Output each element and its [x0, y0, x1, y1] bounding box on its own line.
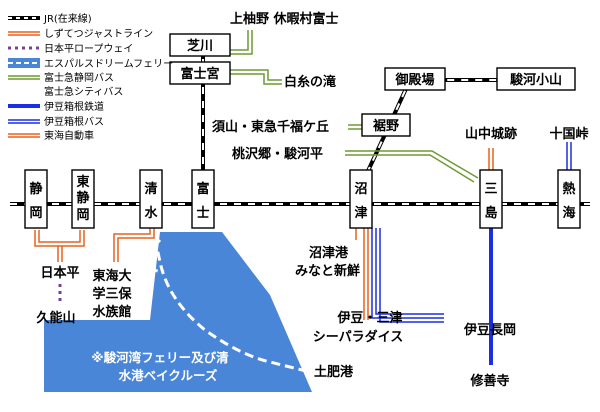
izuhakone-bus-numazu-2 [375, 228, 444, 315]
legend-label-izuhakone-rail: 伊豆箱根鉄道 [44, 100, 104, 113]
station-label-mishima-1: 三 [484, 182, 497, 197]
station-label-higashi-shizuoka-2: 静 [76, 190, 89, 206]
fuji-bus-shiraito-2 [230, 73, 282, 85]
sea-note-1: ※駿河湾フェリー及び清 [91, 350, 229, 365]
izuhakone-bus-numazu-3 [379, 228, 444, 323]
station-box-shizuoka[interactable] [24, 169, 48, 229]
station-label-shimizu-1: 清 [144, 181, 157, 197]
station-box-shibakawa[interactable] [169, 33, 231, 57]
legend-label-fuji-bus: 富士急静岡バス [44, 71, 114, 84]
place-shiraito: 白糸の滝 [284, 74, 336, 90]
place-yamanaka: 山中城跡 [465, 126, 517, 142]
station-label-numazu-1: 沼 [354, 182, 367, 197]
station-label-numazu-2: 津 [354, 205, 367, 221]
station-box-higashi-shizuoka[interactable] [71, 169, 95, 229]
place-kamiyuno: 上柚野 休暇村富士 [230, 11, 339, 27]
station-label-higashi-shizuoka-3: 岡 [76, 208, 89, 223]
place-izu-mito-1: 伊豆・三津 [336, 310, 402, 326]
station-box-fujinomiya[interactable] [169, 61, 231, 85]
station-box-suruga-oyama[interactable] [496, 67, 576, 91]
place-jukkoku: 十国峠 [549, 126, 588, 142]
station-box-gotemba[interactable] [384, 67, 446, 91]
shizutetsu-miho-2 [117, 228, 155, 262]
place-suyama: 須山・東急千福ケ丘 [211, 119, 329, 135]
legend-label-fuji-city-bus: 富士急シティバス [44, 85, 123, 98]
fuji-bus-kamiyuno-2 [230, 30, 253, 55]
station-label-fuji-1: 富 [196, 181, 209, 197]
station-label-higashi-shizuoka-1: 東 [76, 174, 89, 190]
station-label-suruga-oyama: 駿河小山 [510, 72, 562, 88]
station-box-shimizu[interactable] [139, 169, 163, 229]
place-momozawa: 桃沢郷・駿河平 [232, 146, 323, 162]
station-label-shuzenji: 修善寺 [469, 373, 509, 389]
station-box-fuji[interactable] [191, 169, 215, 229]
place-kunozan: 久能山 [36, 310, 75, 326]
station-label-shizuoka-1: 静 [29, 181, 42, 197]
fuji-bus-kamiyuno [230, 30, 249, 51]
place-tokai-univ-1: 東海大 [92, 268, 131, 284]
station-label-atami-2: 海 [562, 205, 575, 221]
station-label-shibakawa: 芝川 [187, 38, 213, 54]
station-box-susono[interactable] [361, 113, 411, 137]
shizutetsu-miho [113, 228, 151, 262]
place-nihondaira: 日本平 [40, 265, 79, 281]
station-label-izu-nagaoka: 伊豆長岡 [463, 322, 516, 338]
legend-label-tokai-bus: 東海自動車 [44, 129, 94, 142]
place-numazu-port-2: みなと新鮮 [295, 263, 360, 279]
shizutetsu-shizuoka [34, 230, 85, 247]
place-toi-port: 土肥港 [314, 364, 354, 380]
legend-label-shizutetsu: しずてつジャストライン [44, 28, 153, 40]
sea-note-2: 水港ベイクルーズ [119, 368, 218, 383]
place-tokai-univ-3: 水族館 [92, 304, 131, 320]
legend-label-izuhakone-bus: 伊豆箱根バス [44, 115, 104, 128]
fuji-bus-momozawa-2 [345, 154, 475, 183]
fuji-bus-momozawa [345, 150, 479, 179]
station-label-gotemba: 御殿場 [394, 72, 434, 88]
ferry-loop [148, 238, 165, 274]
legend-label-ropeway: 日本平ロープウェイ [44, 42, 133, 55]
station-label-atami-1: 熱 [562, 181, 575, 197]
legend-label-ferry: エスパルスドリームフェリー [44, 58, 173, 70]
place-numazu-port-1: 沼津港 [309, 245, 349, 261]
izuhakone-bus-numazu [371, 228, 444, 319]
station-box-numazu[interactable] [349, 169, 373, 229]
shizutetsu-shizuoka-2 [38, 230, 81, 243]
legend: JR(在来線) しずてつジャストライン 日本平ロープウェイ エスパルスドリームフ… [8, 12, 173, 142]
place-izu-mito-2: シーパラダイス [313, 329, 403, 345]
suruga-bay [44, 232, 312, 392]
legend-label-jr: JR(在来線) [43, 12, 92, 25]
station-label-shimizu-2: 水 [144, 205, 158, 221]
station-label-shizuoka-2: 岡 [29, 206, 42, 221]
place-tokai-univ-2: 学三保 [92, 286, 132, 302]
station-label-mishima-2: 島 [484, 205, 497, 221]
station-box-mishima[interactable] [479, 169, 503, 229]
station-label-fujinomiya: 富士宮 [180, 66, 219, 82]
fuji-bus-shiraito [230, 69, 282, 81]
station-box-atami[interactable] [557, 169, 581, 229]
station-label-susono: 裾野 [373, 118, 399, 134]
station-label-fuji-2: 士 [196, 205, 209, 221]
